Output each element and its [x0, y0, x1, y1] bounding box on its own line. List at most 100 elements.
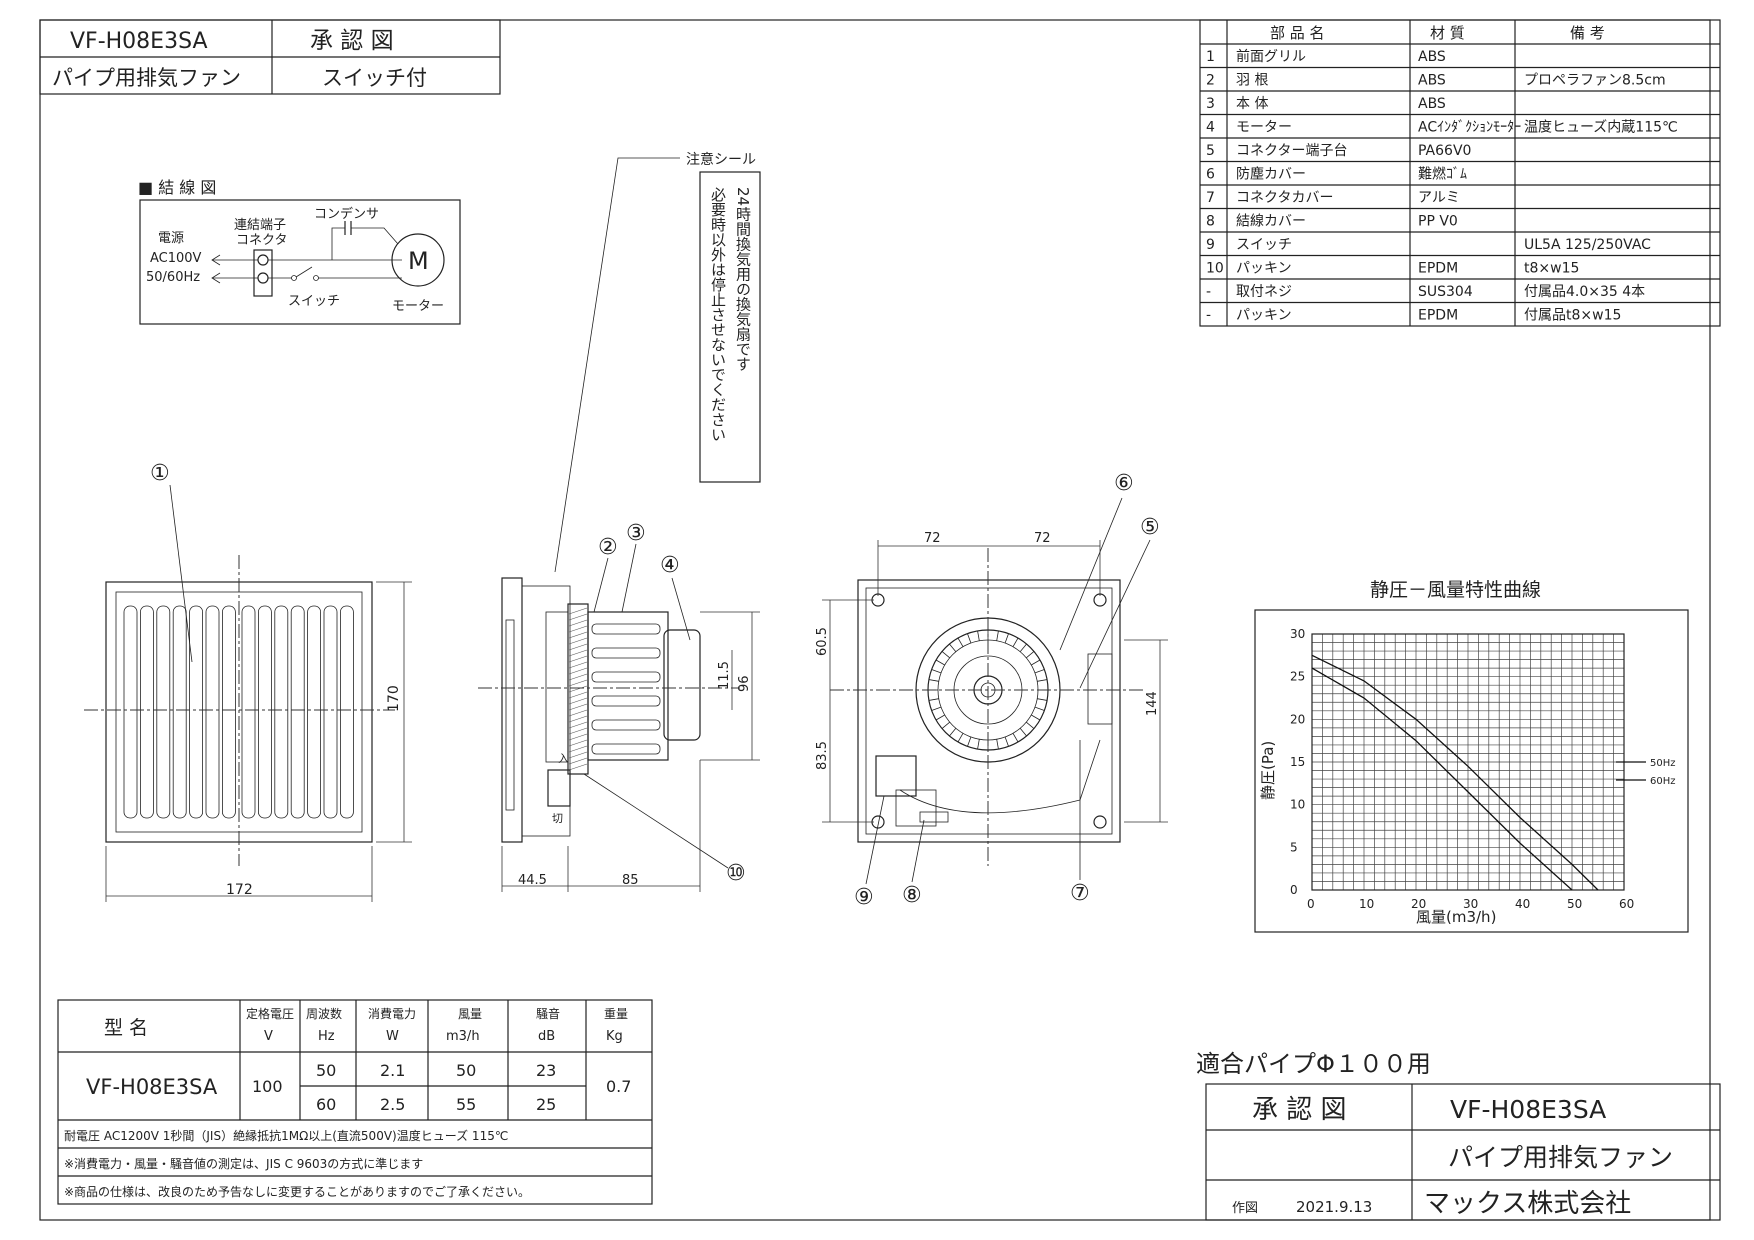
callout-10: ⑩	[726, 861, 746, 886]
grille-slat	[323, 605, 338, 819]
parts-row-material: ACｲﾝﾀﾞｸｼｮﾝﾓｰﾀｰ	[1418, 120, 1521, 136]
grille-slat	[274, 605, 289, 819]
parts-row-name: 前面グリル	[1236, 48, 1306, 65]
parts-row-name: スイッチ	[1236, 237, 1292, 253]
side-switch	[547, 769, 571, 807]
parts-row-no: 1	[1206, 49, 1215, 65]
side-switch-off: 切	[552, 812, 563, 825]
wiring-connector-block	[253, 249, 273, 297]
chart-frame	[1254, 609, 1689, 933]
dim-rear-height: 144	[1145, 691, 1160, 716]
callout-1: ①	[150, 461, 170, 486]
sheet-border	[39, 19, 1711, 1221]
side-motor-body	[587, 611, 669, 761]
parts-row-name: コネクタカバー	[1236, 190, 1333, 206]
wiring-motor-symbol: M	[408, 247, 429, 275]
grille-slat	[290, 605, 305, 819]
title-bottom-product: パイプ用排気ファン	[1448, 1143, 1673, 1172]
parts-row-no: -	[1206, 284, 1211, 300]
x-tick-label: 40	[1515, 897, 1530, 911]
dim-front-height: 170	[386, 685, 402, 712]
y-tick-label: 15	[1290, 755, 1305, 769]
x-tick-label: 30	[1463, 897, 1478, 911]
spec-voltage: 100	[252, 1077, 283, 1096]
spec-header-voltage: 定格電圧	[246, 1006, 294, 1021]
spec-weight: 0.7	[606, 1077, 631, 1096]
spec-cell-noise: 23	[536, 1061, 556, 1080]
spec-cell-power: 2.1	[380, 1061, 405, 1080]
spec-cell-airflow: 50	[456, 1061, 476, 1080]
grille-slat	[307, 605, 322, 819]
callout-2: ②	[598, 535, 618, 560]
spec-cell-power: 2.5	[380, 1095, 405, 1114]
parts-row-name: 本 体	[1236, 96, 1268, 112]
parts-row-note: 温度ヒューズ内蔵115℃	[1524, 120, 1678, 136]
parts-row-material: EPDM	[1418, 261, 1458, 277]
x-tick-label: 60	[1619, 897, 1634, 911]
callout-6: ⑥	[1114, 471, 1134, 496]
x-tick-label: 10	[1359, 897, 1374, 911]
parts-row-no: 10	[1206, 261, 1224, 277]
parts-row-name: 羽 根	[1236, 73, 1268, 89]
dim-side-offset: 11.5	[717, 661, 732, 690]
grille-slat	[123, 605, 138, 819]
dim-front-width: 172	[226, 882, 253, 898]
title-bottom-date: 2021.9.13	[1296, 1198, 1372, 1216]
parts-row-material: PA66V0	[1418, 143, 1471, 159]
parts-row-name: パッキン	[1236, 261, 1292, 277]
spec-cell-freq: 50	[316, 1061, 336, 1080]
wiring-diagram: ■ 結 線 図 電源 AC100V 50/60Hz 連結端子 コネクタ コンデン…	[138, 178, 461, 325]
parts-row-note: 付属品4.0×35 4本	[1524, 284, 1645, 300]
grille-slat	[189, 605, 204, 819]
spec-note-1: 耐電圧 AC1200V 1秒間（JIS）絶縁抵抗1MΩ以上(直流500V)温度ヒ…	[64, 1128, 508, 1143]
parts-row-no: -	[1206, 308, 1211, 324]
grille-slat	[241, 605, 256, 819]
series-line-60Hz	[1311, 654, 1599, 891]
spec-header-freq-unit: Hz	[318, 1029, 335, 1044]
caution-text-col2: 必要時以外は停止させないでください	[709, 187, 727, 442]
parts-row-note: UL5A 125/250VAC	[1524, 237, 1651, 253]
callout-9: ⑨	[854, 885, 874, 910]
parts-row-name: 結線カバー	[1236, 214, 1306, 230]
wiring-motor-label: モーター	[392, 299, 444, 314]
side-switch-on: 入	[558, 752, 569, 765]
grille-slat	[221, 605, 236, 819]
grille-slat	[139, 605, 154, 819]
switch-icon	[291, 275, 297, 281]
parts-row-no: 5	[1206, 143, 1215, 159]
parts-row-no: 9	[1206, 237, 1215, 253]
parts-header-name: 部 品 名	[1270, 24, 1325, 42]
callout-4: ④	[660, 553, 680, 578]
chart-xlabel: 風量(m3/h)	[1416, 908, 1496, 926]
dim-side-depth-front: 44.5	[518, 873, 547, 888]
spec-header-power: 消費電力	[368, 1006, 416, 1021]
parts-row-name: 取付ネジ	[1236, 284, 1292, 300]
spec-header-noise-unit: dB	[538, 1029, 555, 1044]
parts-row-note: プロペラファン8.5cm	[1524, 73, 1666, 89]
parts-row-material: 難燃ｺﾞﾑ	[1418, 166, 1467, 183]
parts-row-material: ABS	[1418, 49, 1446, 65]
spec-header-airflow-unit: m3/h	[446, 1029, 480, 1044]
parts-row-no: 3	[1206, 96, 1215, 112]
parts-row-material: ABS	[1418, 73, 1446, 89]
parts-row-note: 付属品t8×w15	[1524, 308, 1621, 324]
callout-3: ③	[626, 521, 646, 546]
spec-cell-airflow: 55	[456, 1095, 476, 1114]
wiring-terminal-label-2: コネクタ	[236, 233, 287, 248]
wiring-power-label: 電源	[158, 231, 184, 246]
spec-cell-noise: 25	[536, 1095, 556, 1114]
rear-view: 72 72 60.5 83.5 144 ⑤ ⑥ ⑦ ⑧ ⑨	[815, 471, 1168, 910]
parts-row-no: 6	[1206, 167, 1215, 183]
parts-row-no: 8	[1206, 214, 1215, 230]
wiring-switch-label: スイッチ	[288, 294, 340, 309]
grille-slat	[257, 605, 272, 819]
side-grille-flange	[501, 577, 523, 843]
wiring-freq-spec: 50/60Hz	[146, 270, 200, 285]
title-bottom-model: VF-H08E3SA	[1450, 1095, 1606, 1124]
x-tick-label: 20	[1411, 897, 1426, 911]
y-tick-label: 20	[1290, 712, 1305, 726]
spec-header-airflow: 風量	[458, 1007, 482, 1021]
caution-leader-label: 注意シール	[686, 151, 756, 168]
